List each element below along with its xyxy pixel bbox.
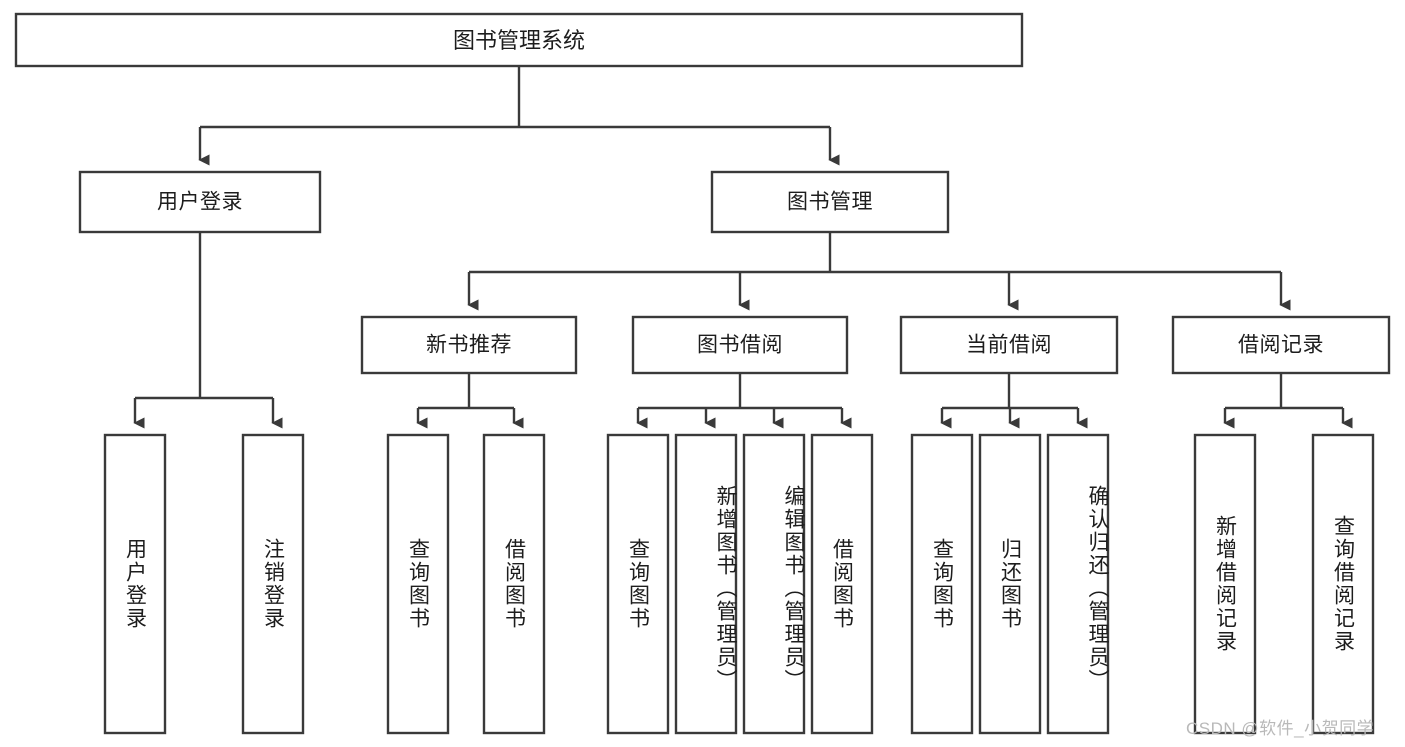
node-new-book-rec-label: 新书推荐 — [426, 334, 512, 357]
node-book-manage[interactable]: 图书管理 — [710, 170, 950, 234]
node-root-box[interactable] — [14, 12, 1024, 68]
node-root-label: 图书管理系统 — [453, 28, 585, 53]
leaf-box-confirm-return-admin[interactable] — [1046, 433, 1110, 735]
node-borrow-record-box[interactable] — [1171, 315, 1391, 375]
leaf-box-group — [103, 433, 1375, 735]
leaf-box-add-book-admin[interactable] — [674, 433, 738, 735]
leaf-box-return-book[interactable] — [978, 433, 1042, 735]
leaf-box-edit-book-admin[interactable] — [742, 433, 806, 735]
leaf-box-query-borrow-record[interactable] — [1311, 433, 1375, 735]
node-book-borrow[interactable]: 图书借阅 — [631, 315, 849, 375]
node-book-manage-box[interactable] — [710, 170, 950, 234]
watermark-text: CSDN @软件_小贺同学 — [1186, 719, 1375, 738]
node-book-manage-label: 图书管理 — [787, 191, 873, 214]
connector-group — [133, 66, 1353, 429]
node-new-book-rec[interactable]: 新书推荐 — [360, 315, 578, 375]
node-user-login-box[interactable] — [78, 170, 322, 234]
node-book-borrow-label: 图书借阅 — [697, 334, 783, 357]
node-borrow-record[interactable]: 借阅记录 — [1171, 315, 1391, 375]
node-root[interactable]: 图书管理系统 — [14, 12, 1024, 68]
leaf-box-user-login[interactable] — [103, 433, 167, 735]
node-current-borrow-label: 当前借阅 — [966, 334, 1052, 357]
node-current-borrow[interactable]: 当前借阅 — [899, 315, 1119, 375]
node-user-login[interactable]: 用户登录 — [78, 170, 322, 234]
node-book-borrow-box[interactable] — [631, 315, 849, 375]
leaf-box-borrow-book[interactable] — [810, 433, 874, 735]
leaf-box-query-book-current[interactable] — [910, 433, 974, 735]
leaf-box-query-book-borrow[interactable] — [606, 433, 670, 735]
node-borrow-record-label: 借阅记录 — [1238, 334, 1324, 357]
leaf-box-logout[interactable] — [241, 433, 305, 735]
node-new-book-rec-box[interactable] — [360, 315, 578, 375]
node-current-borrow-box[interactable] — [899, 315, 1119, 375]
node-user-login-label: 用户登录 — [157, 191, 243, 214]
leaf-box-borrow-book-rec[interactable] — [482, 433, 546, 735]
leaf-box-query-book-rec[interactable] — [386, 433, 450, 735]
leaf-box-add-borrow-record[interactable] — [1193, 433, 1257, 735]
